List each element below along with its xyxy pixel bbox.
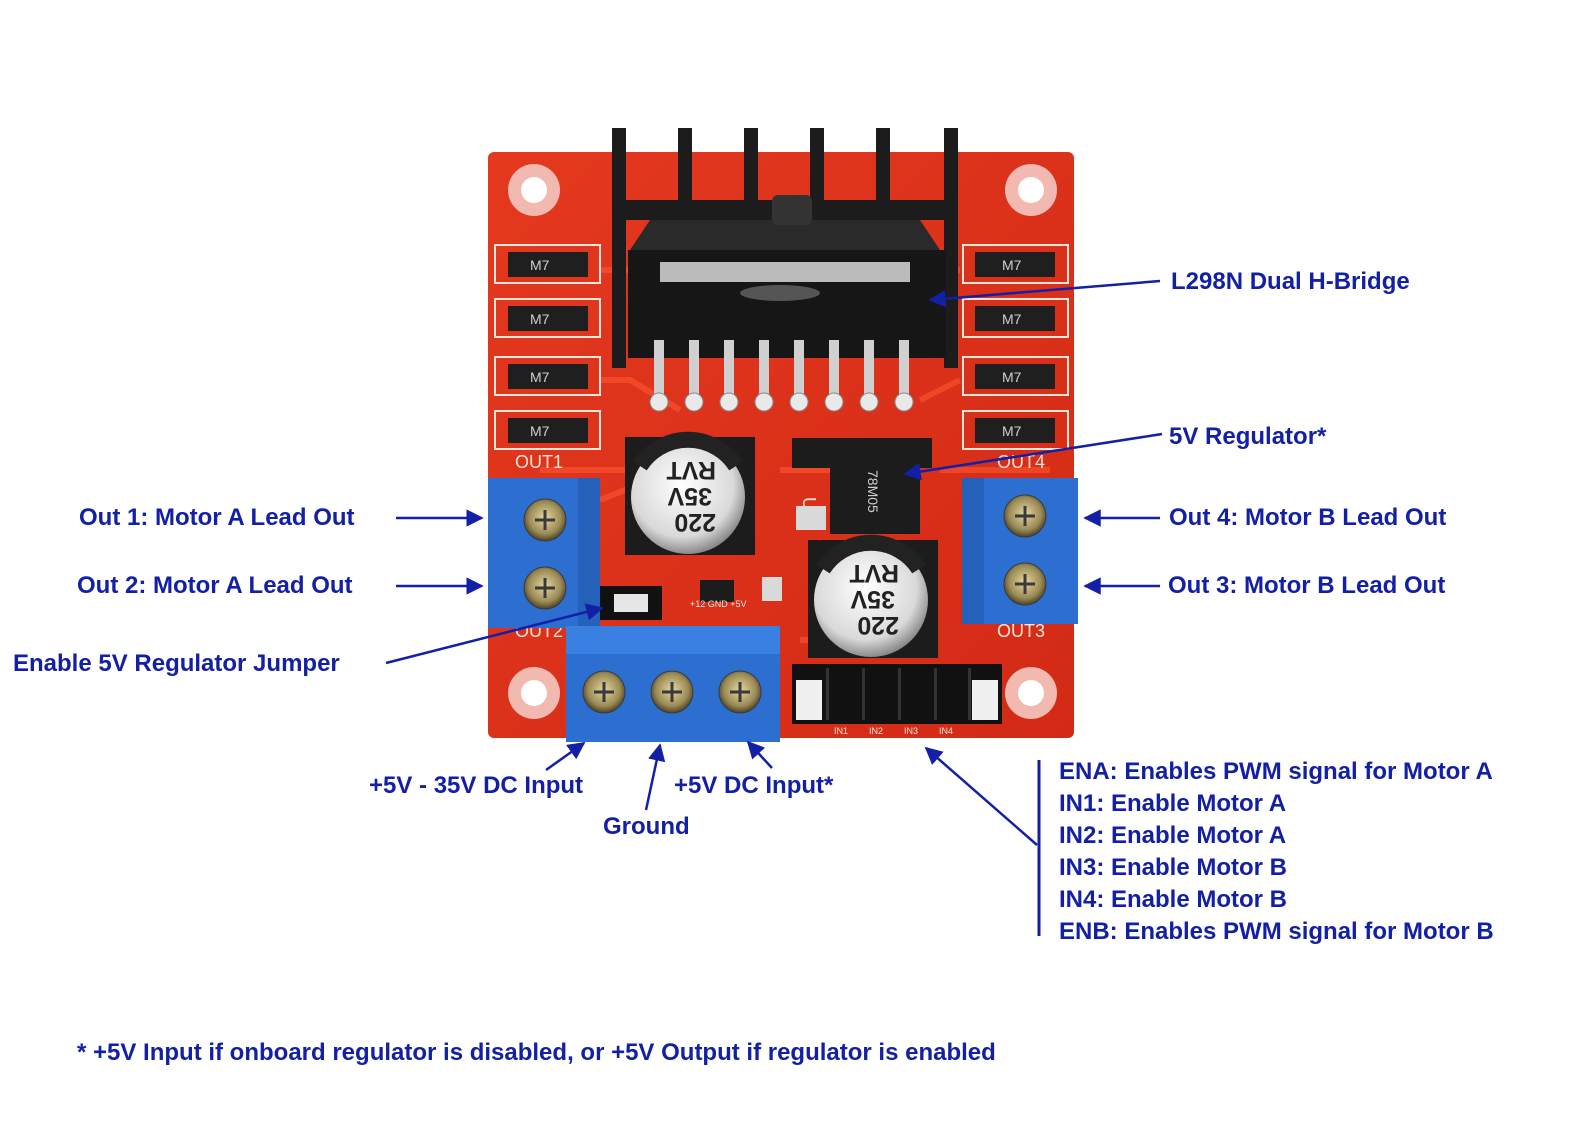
arrow-dc-input bbox=[545, 741, 586, 772]
svg-text:M7: M7 bbox=[1002, 369, 1022, 385]
chip-pins bbox=[649, 340, 914, 412]
terminal-power bbox=[566, 626, 780, 742]
svg-text:M7: M7 bbox=[530, 423, 550, 439]
capacitor-2-line-1: 220 bbox=[857, 611, 899, 639]
control-pin-enb: ENB: Enables PWM signal for Motor B bbox=[1059, 918, 1494, 945]
heatsink bbox=[612, 128, 958, 368]
diodes-right: M7 M7 M7 M7 bbox=[962, 244, 1069, 450]
svg-text:M7: M7 bbox=[530, 369, 550, 385]
label-regulator: 5V Regulator* bbox=[1169, 423, 1327, 450]
svg-text:M7: M7 bbox=[1002, 311, 1022, 327]
silk-power-pins: +12 GND +5V bbox=[690, 599, 747, 609]
svg-text:M7: M7 bbox=[1002, 257, 1022, 273]
silk-in2: IN2 bbox=[869, 726, 883, 736]
arrow-hbridge bbox=[928, 279, 1161, 308]
control-pin-header bbox=[792, 664, 1002, 724]
capacitor-2-line-2: 35V bbox=[850, 585, 895, 613]
capacitor-2-line-3: RVT bbox=[849, 559, 899, 587]
capacitor-2: 220 35V RVT bbox=[808, 534, 938, 658]
label-out3: Out 3: Motor B Lead Out bbox=[1168, 572, 1446, 599]
control-pin-in1: IN1: Enable Motor A bbox=[1059, 790, 1287, 817]
capacitor-1-line-2: 35V bbox=[667, 482, 712, 510]
arrow-ground bbox=[644, 743, 666, 811]
label-5v-input: +5V DC Input* bbox=[674, 772, 834, 799]
terminal-motor-b bbox=[962, 478, 1078, 624]
silk-out3: OUT3 bbox=[997, 621, 1045, 641]
silk-in3: IN3 bbox=[904, 726, 918, 736]
control-pin-in2: IN2: Enable Motor A bbox=[1059, 822, 1287, 849]
label-jumper: Enable 5V Regulator Jumper bbox=[13, 650, 340, 677]
capacitor-1-line-3: RVT bbox=[666, 456, 716, 484]
mounting-holes bbox=[508, 164, 1057, 719]
label-out4: Out 4: Motor B Lead Out bbox=[1169, 504, 1447, 531]
control-pin-list: ENA: Enables PWM signal for Motor A IN1:… bbox=[1059, 756, 1494, 948]
regulator-marking: 78M05 bbox=[865, 470, 881, 513]
label-dc-input: +5V - 35V DC Input bbox=[369, 772, 584, 799]
capacitor-1-line-1: 220 bbox=[674, 508, 716, 536]
capacitor-1: 220 35V RVT bbox=[625, 431, 755, 555]
arrow-jumper bbox=[385, 603, 604, 665]
l298n-chip bbox=[628, 250, 946, 358]
arrow-control-pins bbox=[924, 746, 1038, 846]
silk-out1: OUT1 bbox=[515, 452, 563, 472]
label-ground: Ground bbox=[603, 813, 690, 840]
silk-in4: IN4 bbox=[939, 726, 953, 736]
label-out2: Out 2: Motor A Lead Out bbox=[77, 572, 353, 599]
control-pin-in3: IN3: Enable Motor B bbox=[1059, 854, 1288, 881]
diodes-left: M7 M7 M7 M7 bbox=[494, 244, 601, 450]
arrow-5v-input bbox=[746, 740, 773, 769]
footnote: * +5V Input if onboard regulator is disa… bbox=[77, 1039, 996, 1066]
svg-text:M7: M7 bbox=[1002, 423, 1022, 439]
control-pin-ena: ENA: Enables PWM signal for Motor A bbox=[1059, 758, 1493, 785]
label-out1: Out 1: Motor A Lead Out bbox=[79, 504, 355, 531]
svg-text:M7: M7 bbox=[530, 257, 550, 273]
smd-components bbox=[700, 577, 782, 602]
regulator-jumper bbox=[600, 586, 662, 620]
arrow-regulator bbox=[903, 432, 1163, 481]
terminal-motor-a bbox=[488, 478, 600, 628]
svg-text:M7: M7 bbox=[530, 311, 550, 327]
label-hbridge: L298N Dual H-Bridge bbox=[1171, 268, 1410, 295]
control-pin-in4: IN4: Enable Motor B bbox=[1059, 886, 1288, 913]
silk-in1: IN1 bbox=[834, 726, 848, 736]
